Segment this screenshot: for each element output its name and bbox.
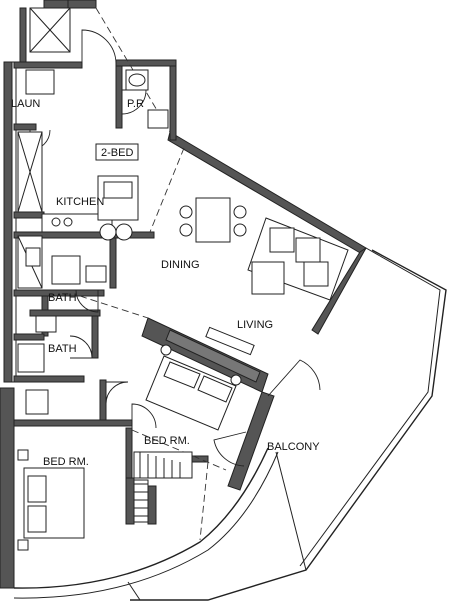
fixtures — [17, 7, 349, 551]
room-label-kitchen: KITCHEN — [56, 196, 104, 208]
unit-badge — [95, 143, 139, 161]
wardrobe-hatch — [139, 452, 181, 478]
room-label-powder-room: P.R — [127, 98, 144, 110]
interior-walls — [13, 7, 209, 479]
room-label-laundry: LAUN — [11, 98, 40, 110]
room-label-living: LIVING — [237, 319, 273, 331]
room-label-bedroom-1: BED RM. — [144, 435, 190, 447]
exterior-walls — [0, 0, 367, 599]
balcony-outline — [127, 247, 447, 601]
unit-label: 2-BED — [101, 147, 133, 159]
room-label-bath-2: BATH — [48, 343, 77, 355]
room-label-bath-1: BATH — [48, 292, 77, 304]
room-label-balcony: BALCONY — [267, 441, 320, 453]
room-label-dining: DINING — [161, 259, 200, 271]
room-label-bedroom-2: BED RM. — [43, 456, 89, 468]
doors — [29, 29, 321, 467]
